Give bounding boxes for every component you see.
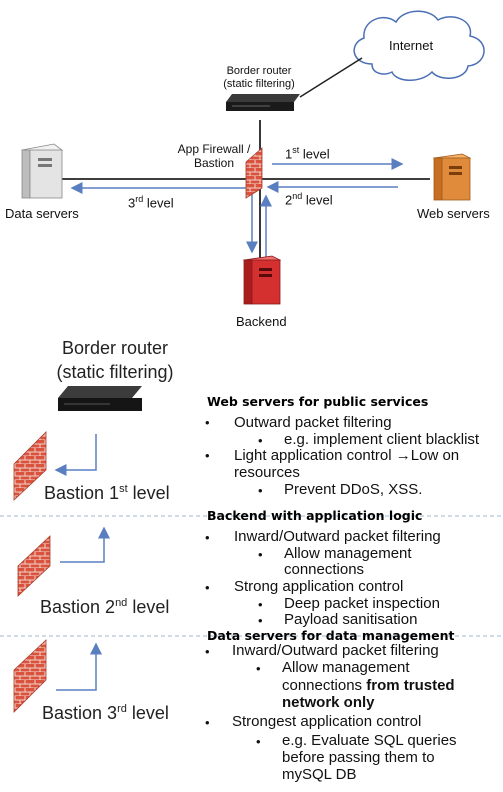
s3-bullet-1: • [205, 644, 210, 659]
border-router-icon [226, 94, 300, 111]
level2-word: level [302, 192, 333, 208]
level1-word: level [299, 146, 330, 162]
border-router-large-label: Border router (static filtering) [40, 336, 190, 384]
s1-bullet-4: • [258, 483, 263, 498]
s1-bullet-3: • [205, 448, 210, 463]
s2-item-3: Strong application control [234, 578, 404, 595]
border-router-label: Border router (static filtering) [211, 65, 307, 91]
level3-sup: rd [135, 194, 144, 204]
bastion3-sup: rd [117, 703, 127, 715]
internet-label: Internet [389, 38, 434, 53]
s3-item-4c: mySQL DB [282, 766, 357, 783]
s1-item-4: Prevent DDoS, XSS. [284, 481, 423, 498]
bastion2-tail: level [127, 597, 170, 617]
section2-title: Backend with application logic [207, 508, 423, 523]
bastion1-word: Bastion 1 [44, 483, 120, 503]
level3-label: 3rd level [128, 194, 174, 210]
firewall-label-line2: Bastion [193, 156, 235, 170]
border-router-large-line1: Border router [61, 338, 169, 358]
firewall-icon [245, 147, 263, 199]
section3-title: Data servers for data management [207, 628, 455, 643]
backend-server-icon [242, 255, 282, 305]
s3-item-2c: network only [282, 694, 375, 711]
border-router-label-line1: Border router [226, 65, 292, 77]
bastion2-sup: nd [115, 597, 128, 609]
firewall-label-line1: App Firewall / [177, 142, 251, 156]
s1-item-1: Outward packet filtering [234, 414, 392, 431]
bastion2-word: Bastion 2 [40, 597, 116, 617]
bastion1-tail: level [127, 483, 170, 503]
s2-bullet-4: • [258, 597, 263, 612]
s3-item-1: Inward/Outward packet filtering [232, 642, 439, 659]
firewall-label: App Firewall / Bastion [166, 142, 262, 170]
s1-item-3: Light application control →Low on [234, 447, 460, 464]
data-server-icon [21, 143, 63, 199]
s3-item-2: Allow management [282, 659, 410, 676]
s3-bullet-4: • [256, 734, 261, 749]
s2-item-1: Inward/Outward packet filtering [234, 528, 441, 545]
s2-item-2: Allow management [284, 545, 412, 562]
level3-num: 3 [128, 195, 136, 211]
bastion1-sup: st [119, 483, 128, 495]
s2-item-4: Deep packet inspection [284, 595, 440, 612]
s3-item-2b-plain: connections [282, 677, 367, 694]
bastion2-arrow [60, 526, 110, 563]
level3-word: level [143, 195, 174, 211]
s3-item-2b: connections from trusted [282, 677, 455, 694]
bastion3-firewall-icon [13, 639, 47, 713]
s3-item-4: e.g. Evaluate SQL queries [282, 732, 457, 749]
s2-bullet-2: • [258, 547, 263, 562]
bastion2-firewall-icon [17, 535, 51, 597]
s2-bullet-3: • [205, 580, 210, 595]
s3-item-2b-bold: from trusted [366, 677, 455, 694]
level2-sup: nd [292, 191, 303, 201]
bastion3-arrow [56, 642, 102, 691]
s1-item-2: e.g. implement client blacklist [284, 431, 480, 448]
internet-cloud-icon [353, 10, 485, 81]
bastion3-tail: level [126, 703, 169, 723]
border-router-large-line2: (static filtering) [56, 362, 174, 382]
web-servers-label: Web servers [417, 206, 490, 221]
bastion1-arrow [54, 434, 97, 476]
s2-item-2b: connections [284, 561, 365, 578]
s2-bullet-5: • [258, 613, 263, 628]
border-router-label-line2: (static filtering) [223, 78, 295, 90]
border-router-large-icon [58, 386, 142, 411]
level1-sup: st [292, 145, 300, 155]
router-internet-link [299, 57, 363, 98]
level2-label: 2nd level [285, 191, 333, 207]
section1-title: Web servers for public services [207, 394, 429, 409]
data-servers-label: Data servers [5, 206, 79, 221]
s2-bullet-1: • [205, 530, 210, 545]
web-server-icon [432, 153, 472, 201]
level1-num: 1 [285, 146, 293, 162]
bastion3-word: Bastion 3 [42, 703, 118, 723]
s1-item-3b: resources [234, 464, 300, 481]
bastion1-label: Bastion 1st level [44, 483, 170, 504]
bastion3-label: Bastion 3rd level [42, 703, 169, 724]
bastion1-firewall-icon [13, 431, 47, 501]
level2-num: 2 [285, 192, 293, 208]
s3-bullet-2: • [256, 661, 261, 676]
backend-label: Backend [236, 314, 287, 329]
level1-label: 1st level [285, 145, 330, 161]
s1-bullet-1: • [205, 415, 210, 430]
bastion2-label: Bastion 2nd level [40, 597, 169, 618]
s3-item-4b: before passing them to [282, 749, 435, 766]
s3-bullet-3: • [205, 715, 210, 730]
s1-bullet-2: • [258, 433, 263, 448]
s3-item-3: Strongest application control [232, 713, 422, 730]
s2-item-5: Payload sanitisation [284, 611, 418, 628]
